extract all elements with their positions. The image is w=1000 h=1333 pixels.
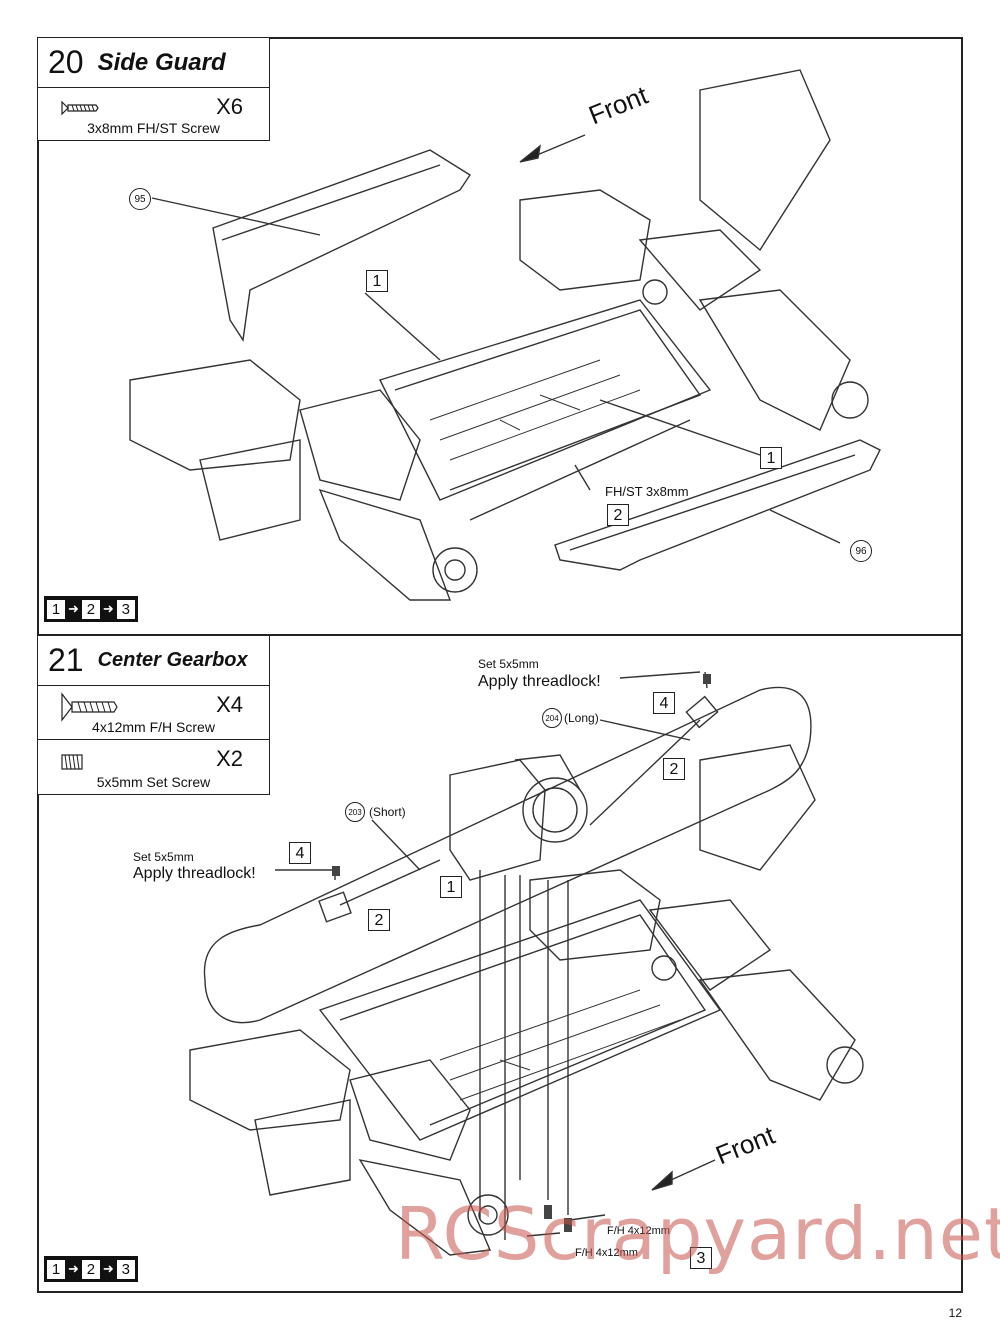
step20-number: 20 (48, 44, 84, 80)
step20-step-box-1a: 1 (366, 270, 388, 292)
seq-step-3: 3 (116, 599, 135, 619)
seq-step-2: 2 (81, 1259, 100, 1279)
step21-step-box-2b: 2 (368, 909, 390, 931)
step21-long-label: (Long) (564, 711, 599, 725)
set-screw-icon (60, 752, 84, 777)
step21-step-box-3: 3 (690, 1247, 712, 1269)
step21-set-screw-label-left: Set 5x5mm (133, 850, 194, 864)
step21-title: Center Gearbox (97, 649, 248, 671)
step21-screw-label-a: F/H 4x12mm (607, 1225, 670, 1237)
step21-threadlock-label-left: Apply threadlock! (133, 865, 256, 882)
step21-part1-qty: X4 (216, 692, 243, 717)
arrow-right-icon: ➜ (68, 601, 79, 616)
screw-icon (60, 98, 100, 123)
step20-part-qty: X6 (216, 94, 243, 119)
step20-sequence: 1 ➜ 2 ➜ 3 (44, 596, 138, 622)
arrow-right-icon: ➜ (102, 601, 114, 616)
step21-part2-qty: X2 (216, 746, 243, 771)
step21-step-box-1: 1 (440, 876, 462, 898)
step21-short-label: (Short) (369, 805, 406, 819)
step20-part-row: X6 3x8mm FH/ST Screw (38, 88, 269, 140)
step21-header-box: 21 Center Gearbox X4 4x12mm F/H Screw (37, 635, 270, 795)
step-divider (37, 634, 963, 636)
step21-sequence: 1 ➜ 2 ➜ 3 (44, 1256, 138, 1282)
step21-part-row-1: X4 4x12mm F/H Screw (38, 686, 269, 739)
step21-part2-name: 5x5mm Set Screw (96, 774, 211, 790)
page-number: 12 (948, 1306, 962, 1320)
step21-step-box-4b: 4 (289, 842, 311, 864)
step21-set-screw-label-top: Set 5x5mm (478, 657, 539, 671)
step20-callout-96: 96 (850, 540, 872, 562)
step20-title: Side Guard (97, 48, 226, 76)
step21-step-box-2a: 2 (663, 758, 685, 780)
step21-step-box-4a: 4 (653, 692, 675, 714)
watermark: RCScrapyard.net (395, 1192, 1000, 1276)
arrow-right-icon: ➜ (102, 1261, 114, 1276)
step20-step-box-2: 2 (607, 504, 629, 526)
seq-step-3: 3 (116, 1259, 135, 1279)
step20-step-box-1b: 1 (760, 447, 782, 469)
arrow-right-icon: ➜ (68, 1261, 79, 1276)
step20-screw-label: FH/ST 3x8mm (605, 484, 689, 499)
long-screw-icon (60, 692, 120, 727)
step21-number: 21 (48, 642, 84, 678)
step21-threadlock-label-top: Apply threadlock! (478, 673, 601, 690)
step21-screw-label-b: F/H 4x12mm (575, 1247, 638, 1259)
step20-part-name: 3x8mm FH/ST Screw (87, 120, 220, 136)
step21-callout-203: 203 (345, 802, 365, 822)
step21-callout-204: 204 (542, 708, 562, 728)
seq-step-1: 1 (47, 599, 65, 619)
step20-callout-95: 95 (129, 188, 151, 210)
step20-header-box: 20 Side Guard X6 3x8mm FH/ST Screw (37, 37, 270, 141)
seq-step-1: 1 (47, 1259, 65, 1279)
step20-title-row: 20 Side Guard (38, 38, 269, 88)
seq-step-2: 2 (81, 599, 100, 619)
step21-part1-name: 4x12mm F/H Screw (92, 719, 215, 735)
step21-title-row: 21 Center Gearbox (38, 636, 269, 686)
step21-part-row-2: X2 5x5mm Set Screw (38, 739, 269, 794)
